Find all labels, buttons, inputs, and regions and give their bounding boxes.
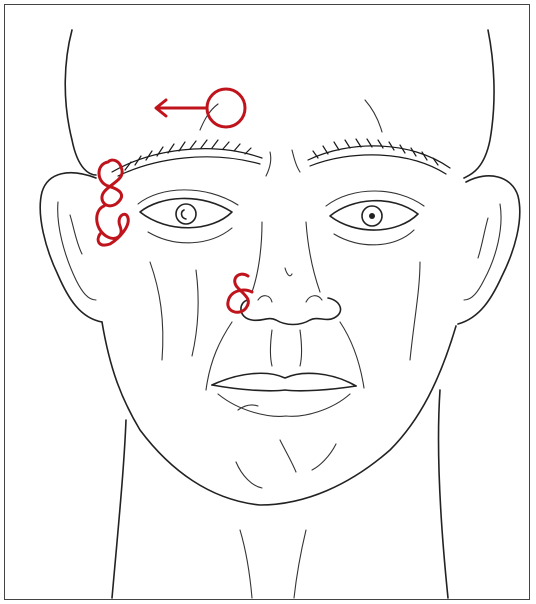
- cheek-lines: [150, 262, 420, 360]
- temple-loop-lower-symbol: [97, 206, 129, 245]
- jawline: [102, 322, 456, 505]
- left-ear: [40, 173, 102, 322]
- mouth: [212, 373, 356, 416]
- left-eye: [138, 190, 238, 243]
- nasal-loop-symbol: [228, 274, 252, 312]
- right-eyebrow: [308, 139, 450, 174]
- right-ear: [458, 176, 520, 324]
- right-eye: [326, 191, 424, 245]
- left-eyebrow: [112, 140, 262, 176]
- temple-loop-upper-symbol: [99, 160, 122, 206]
- nasolabial-folds: [206, 322, 364, 390]
- forehead-lines: [200, 100, 382, 176]
- neck: [112, 390, 448, 598]
- head-outline: [65, 30, 494, 178]
- forehead-arrow-symbol: [156, 89, 245, 127]
- chin: [236, 440, 336, 488]
- nose: [241, 222, 341, 325]
